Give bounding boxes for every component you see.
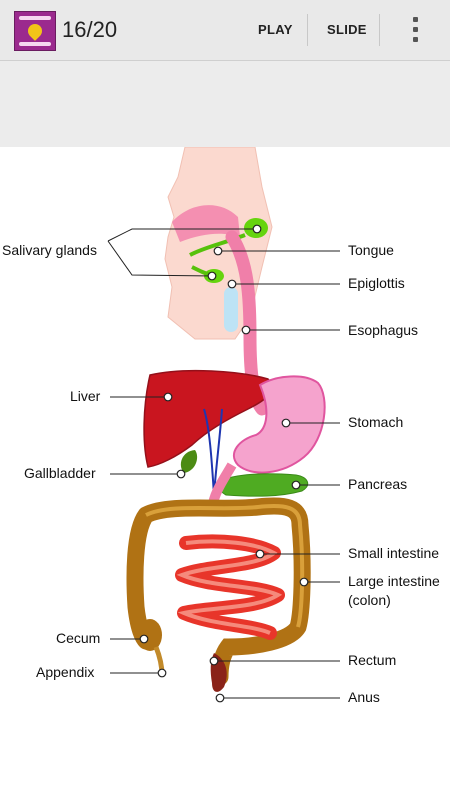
logo-text-line <box>19 42 51 46</box>
divider <box>379 14 380 46</box>
label-cecum: Cecum <box>56 630 100 646</box>
label-tongue: Tongue <box>348 242 394 258</box>
logo-text-line <box>19 16 51 20</box>
label-rectum: Rectum <box>348 652 396 668</box>
label-salivary-glands: Salivary glands <box>2 242 97 258</box>
label-appendix: Appendix <box>36 664 94 680</box>
app-logo-icon[interactable] <box>14 11 56 51</box>
marker-dots <box>139 224 309 703</box>
label-esophagus: Esophagus <box>348 322 418 338</box>
label-colon: (colon) <box>348 592 391 608</box>
label-anus: Anus <box>348 689 380 705</box>
cecum <box>138 619 162 651</box>
label-liver: Liver <box>70 388 101 404</box>
label-stomach: Stomach <box>348 414 403 430</box>
stomach <box>232 375 326 474</box>
label-gallbladder: Gallbladder <box>24 465 96 481</box>
divider <box>307 14 308 46</box>
slide-button[interactable]: SLIDE <box>327 22 367 37</box>
large-intestine-highlight <box>145 504 305 628</box>
salivary-duct <box>189 233 246 257</box>
content-padding-area <box>0 61 450 147</box>
gallbladder <box>180 450 198 473</box>
trachea <box>224 287 238 332</box>
oral-cavity <box>172 205 240 242</box>
label-small-intestine: Small intestine <box>348 545 439 561</box>
label-epiglottis: Epiglottis <box>348 275 405 291</box>
bottom-area <box>0 717 450 800</box>
play-button[interactable]: PLAY <box>258 22 293 37</box>
diagram-svg: Salivary glands Tongue Epiglottis Esopha… <box>2 146 440 705</box>
action-bar: 16/20 PLAY SLIDE <box>0 0 450 61</box>
small-intestine-highlight <box>176 539 283 635</box>
page-counter: 16/20 <box>62 17 118 42</box>
label-pancreas: Pancreas <box>348 476 407 492</box>
more-vert-icon[interactable] <box>405 14 425 46</box>
leader-lines <box>107 228 340 699</box>
label-large-intestine: Large intestine <box>348 573 440 589</box>
leaf-icon <box>25 21 45 41</box>
digestive-system-diagram[interactable]: Salivary glands Tongue Epiglottis Esopha… <box>0 146 450 717</box>
